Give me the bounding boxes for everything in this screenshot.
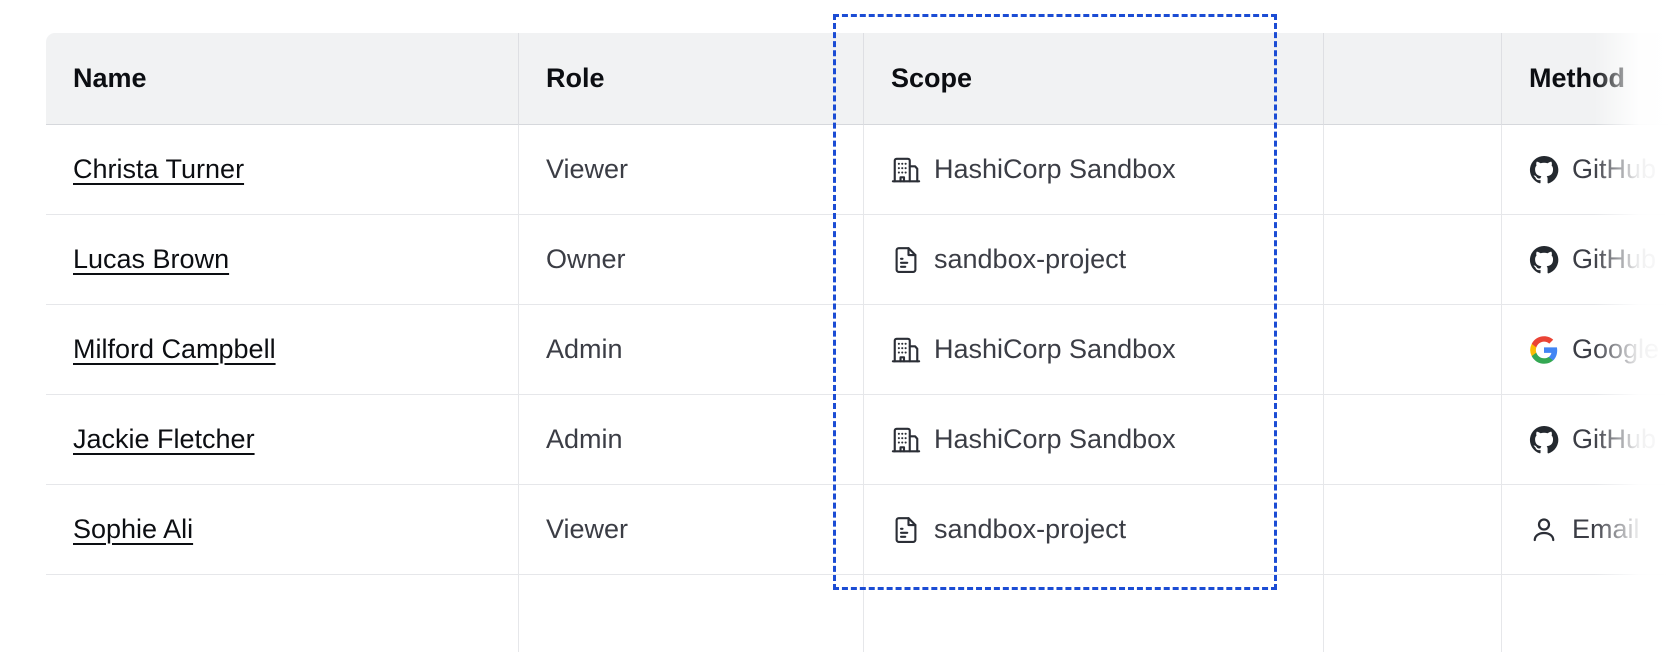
scope-value: HashiCorp Sandbox xyxy=(891,424,1323,455)
member-name-link[interactable]: Jackie Fletcher xyxy=(73,424,255,454)
cell-method: GitHub xyxy=(1502,125,1672,215)
cell-name: Lucas Brown xyxy=(46,215,519,305)
cell-scope: sandbox-project xyxy=(864,215,1324,305)
scope-label: HashiCorp Sandbox xyxy=(934,154,1176,184)
member-name-link[interactable]: Milford Campbell xyxy=(73,334,276,364)
cell-name: Milford Campbell xyxy=(46,305,519,395)
cell-spacer xyxy=(1324,395,1502,485)
cell-name xyxy=(46,575,519,652)
github-icon xyxy=(1529,245,1559,275)
cell-scope: HashiCorp Sandbox xyxy=(864,125,1324,215)
scope-value: HashiCorp Sandbox xyxy=(891,154,1323,185)
user-icon xyxy=(1529,515,1559,545)
cell-spacer xyxy=(1324,215,1502,305)
scope-label: sandbox-project xyxy=(934,514,1127,544)
scope-label: HashiCorp Sandbox xyxy=(934,334,1176,364)
cell-spacer xyxy=(1324,485,1502,575)
cell-scope: sandbox-project xyxy=(864,485,1324,575)
method-value: GitHub xyxy=(1529,244,1672,275)
cell-role: Viewer xyxy=(519,485,864,575)
method-value: Google xyxy=(1529,334,1672,365)
method-value: GitHub xyxy=(1529,424,1672,455)
scope-value: HashiCorp Sandbox xyxy=(891,334,1323,365)
table-row[interactable]: Christa Turner Viewer HashiCorp Sandbox Git… xyxy=(46,125,1672,215)
cell-name: Christa Turner xyxy=(46,125,519,215)
method-label: GitHub xyxy=(1572,424,1657,454)
member-name-link[interactable]: Lucas Brown xyxy=(73,244,230,274)
table-row[interactable]: Lucas Brown Owner sandbox-project GitHub xyxy=(46,215,1672,305)
organization-icon xyxy=(891,335,921,365)
cell-role: Admin xyxy=(519,395,864,485)
table-header-row: Name Role Scope Method xyxy=(46,33,1672,125)
cell-role: Admin xyxy=(519,305,864,395)
member-name-link[interactable]: Sophie Ali xyxy=(73,514,194,544)
organization-icon xyxy=(891,155,921,185)
column-header-name[interactable]: Name xyxy=(46,33,519,125)
google-icon xyxy=(1529,335,1559,365)
cell-name: Jackie Fletcher xyxy=(46,395,519,485)
column-header-blank xyxy=(1324,33,1502,125)
cell-method: Google xyxy=(1502,305,1672,395)
method-label: GitHub xyxy=(1572,154,1657,184)
table-row[interactable] xyxy=(46,575,1672,652)
github-icon xyxy=(1529,425,1559,455)
scope-value: sandbox-project xyxy=(891,244,1323,275)
table-row[interactable]: Jackie Fletcher Admin HashiCorp Sandbox Git… xyxy=(46,395,1672,485)
cell-spacer xyxy=(1324,305,1502,395)
document-icon xyxy=(891,515,921,545)
cell-scope: HashiCorp Sandbox xyxy=(864,305,1324,395)
cell-scope: HashiCorp Sandbox xyxy=(864,395,1324,485)
method-label: Email xyxy=(1572,514,1640,544)
cell-name: Sophie Ali xyxy=(46,485,519,575)
cell-scope xyxy=(864,575,1324,652)
document-icon xyxy=(891,245,921,275)
cell-method xyxy=(1502,575,1672,652)
member-name-link[interactable]: Christa Turner xyxy=(73,154,245,184)
cell-role: Viewer xyxy=(519,125,864,215)
cell-method: GitHub xyxy=(1502,395,1672,485)
github-icon xyxy=(1529,155,1559,185)
organization-icon xyxy=(891,425,921,455)
scope-value: sandbox-project xyxy=(891,514,1323,545)
method-label: Google xyxy=(1572,334,1660,364)
cell-spacer xyxy=(1324,575,1502,652)
scope-label: sandbox-project xyxy=(934,244,1127,274)
table-header: Name Role Scope Method xyxy=(46,33,1672,125)
column-header-method[interactable]: Method xyxy=(1502,33,1672,125)
method-label: GitHub xyxy=(1572,244,1657,274)
column-header-role[interactable]: Role xyxy=(519,33,864,125)
column-header-scope[interactable]: Scope xyxy=(864,33,1324,125)
scope-label: HashiCorp Sandbox xyxy=(934,424,1176,454)
cell-role xyxy=(519,575,864,652)
method-value: GitHub xyxy=(1529,154,1672,185)
method-value: Email xyxy=(1529,514,1672,545)
table-row[interactable]: Milford Campbell Admin HashiCorp Sandbox Go… xyxy=(46,305,1672,395)
cell-role: Owner xyxy=(519,215,864,305)
cell-method: Email xyxy=(1502,485,1672,575)
table-row[interactable]: Sophie Ali Viewer sandbox-project Email xyxy=(46,485,1672,575)
cell-method: GitHub xyxy=(1502,215,1672,305)
cell-spacer xyxy=(1324,125,1502,215)
